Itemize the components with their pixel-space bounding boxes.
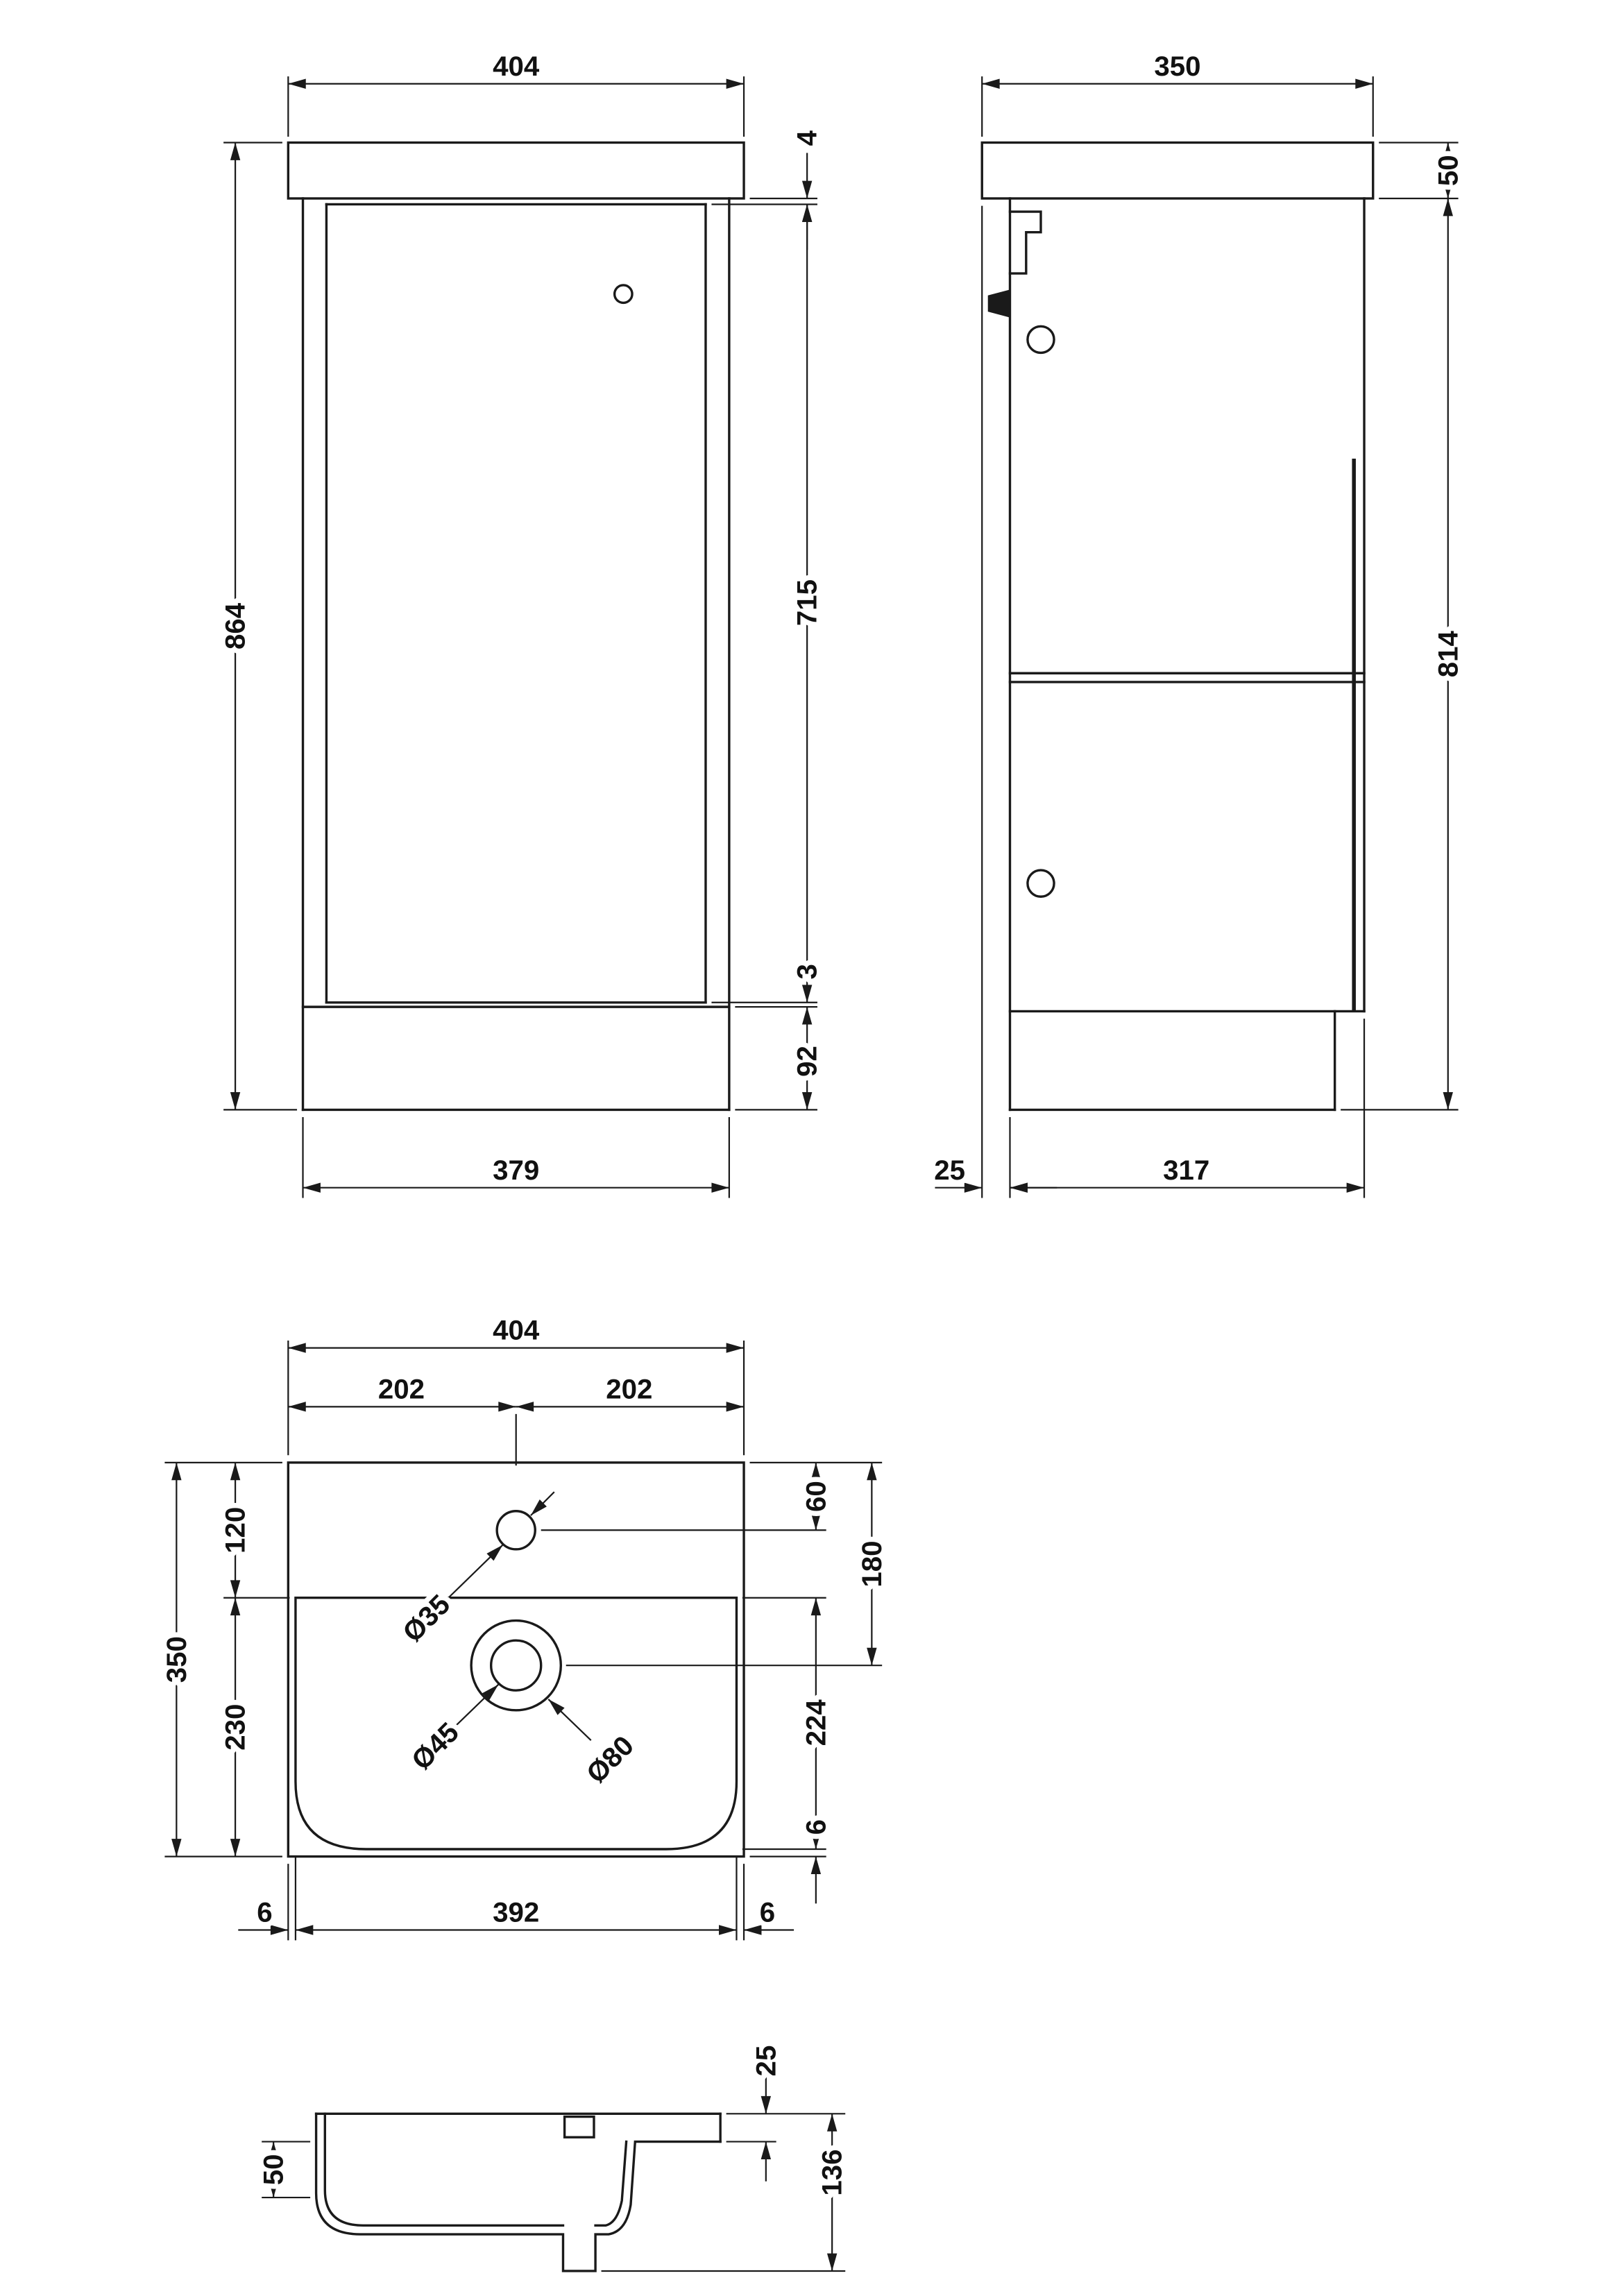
dim-front-plinth-height: 92 [792, 1046, 823, 1077]
dim-plan-rim-front: 6 [800, 1819, 831, 1835]
dim-side-carcass-height: 814 [1432, 631, 1463, 678]
dim-plan-rim-right: 6 [760, 1897, 775, 1928]
tap-hole [495, 1510, 536, 1551]
dim-plan-bowl-inner-depth: 224 [800, 1699, 831, 1746]
plan-view: 404 202 202 350 120 230 60 180 [155, 1309, 892, 1941]
waste-inner [489, 1639, 543, 1692]
dim-plan-deck-depth: 120 [220, 1507, 251, 1554]
side-view-outline [980, 141, 1375, 1112]
dim-side-worktop-thickness: 50 [1432, 155, 1463, 186]
dim-side-carcass-depth: 317 [1163, 1155, 1209, 1186]
dim-front-door-height: 715 [792, 579, 823, 626]
front-view-outline [287, 141, 745, 1112]
basin-bowl-outline [294, 1597, 738, 1851]
side-view-dimensions: 350 50 814 25 317 [929, 45, 1469, 1198]
dim-front-height-overall: 864 [220, 602, 251, 649]
dim-plan-centre-right: 202 [606, 1373, 652, 1404]
front-view: 404 864 4 715 3 92 379 [214, 45, 828, 1198]
dim-front-plinth-gap: 3 [792, 964, 823, 979]
handle-hole [613, 284, 634, 305]
cam-fitting-bottom [1026, 869, 1055, 898]
side-view: 350 50 814 25 317 [929, 45, 1469, 1198]
dim-front-width-overall: 404 [493, 51, 540, 82]
fixing-tab [987, 289, 1010, 318]
dim-side-depth-overall: 350 [1154, 51, 1200, 82]
dim-section-rim-thickness: 25 [750, 2046, 781, 2077]
section-view-dimensions: 25 136 50 [253, 2040, 853, 2272]
plan-view-dimensions: 404 202 202 350 120 230 60 180 [155, 1309, 892, 1941]
dim-side-rear-gap: 25 [934, 1155, 965, 1186]
wall-bracket [1008, 210, 1042, 275]
dim-front-carcass-width: 379 [493, 1155, 539, 1186]
dim-plan-rim-left: 6 [257, 1897, 272, 1928]
dim-plan-width-overall: 404 [493, 1315, 540, 1346]
dim-section-bowl-front-drop: 50 [258, 2154, 289, 2185]
waste-outer [470, 1619, 563, 1712]
dim-plan-depth-overall: 350 [161, 1636, 192, 1683]
basin-section-profile [314, 2112, 722, 2272]
plan-view-outline [287, 1461, 745, 1858]
dim-plan-bowl-width: 392 [493, 1897, 539, 1928]
basin-inner-wall [323, 2112, 628, 2227]
section-view: 25 136 50 [253, 2040, 853, 2272]
section-view-outline [314, 2112, 722, 2272]
waste-fitting [563, 2115, 595, 2138]
cam-fitting-top [1026, 325, 1055, 355]
dim-plan-centre-left: 202 [378, 1373, 425, 1404]
dim-plan-waste-centre: 180 [856, 1540, 887, 1587]
dim-plan-bowl-zone-depth: 230 [220, 1704, 251, 1751]
dim-section-bowl-depth-overall: 136 [817, 2149, 848, 2195]
dim-plan-tap-centre: 60 [800, 1481, 831, 1512]
dim-front-worktop-gap: 4 [792, 130, 823, 146]
front-view-dimensions: 404 864 4 715 3 92 379 [214, 45, 828, 1198]
